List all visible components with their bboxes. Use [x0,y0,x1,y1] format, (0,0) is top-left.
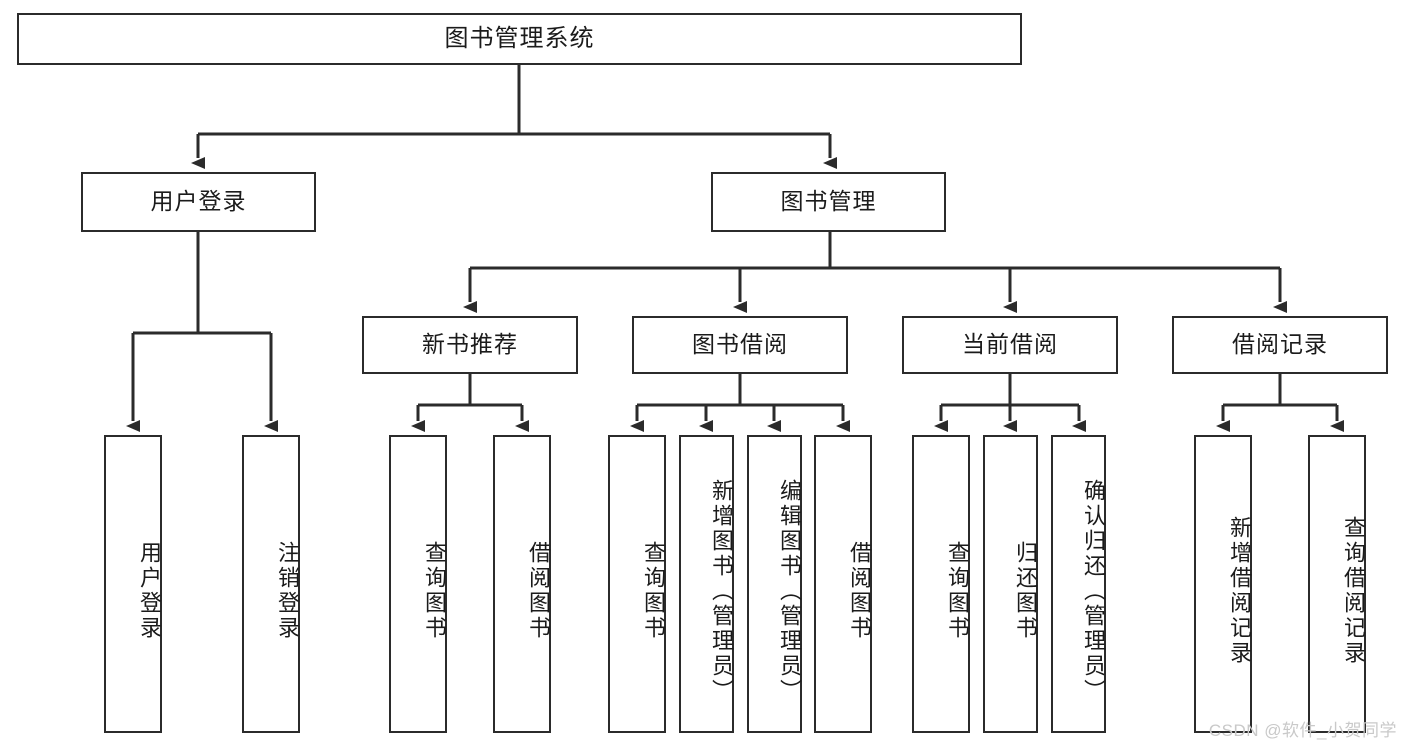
node-book-borrow[interactable]: 图书借阅 [632,316,848,374]
watermark: CSDN @软件_小贺同学 [1208,721,1397,740]
node-label: 借阅记录 [1232,331,1328,358]
node-label: 查询图书 [422,541,447,641]
leaf-borrow-record-add[interactable]: 新增借阅记录 [1194,435,1252,733]
node-label: 新增借阅记录 [1227,516,1252,666]
node-current-borrow[interactable]: 当前借阅 [902,316,1118,374]
node-label: 注销登录 [275,541,300,641]
leaf-book-borrow-query[interactable]: 查询图书 [608,435,666,733]
node-label: 编辑图书（管理员） [777,478,802,704]
node-label: 归还图书 [1013,541,1038,641]
node-label: 查询图书 [945,541,970,641]
leaf-user-login-logout[interactable]: 注销登录 [242,435,300,733]
node-label: 图书管理系统 [444,24,595,52]
leaf-current-borrow-return[interactable]: 归还图书 [983,435,1038,733]
node-label: 用户登录 [150,188,247,215]
node-label: 用户登录 [137,541,162,641]
leaf-book-borrow-edit[interactable]: 编辑图书（管理员） [747,435,802,733]
node-root-system[interactable]: 图书管理系统 [17,13,1022,65]
leaf-user-login-login[interactable]: 用户登录 [104,435,162,733]
node-label: 借阅图书 [847,541,872,641]
node-borrow-record[interactable]: 借阅记录 [1172,316,1388,374]
node-book-management[interactable]: 图书管理 [711,172,946,232]
node-label: 新增图书（管理员） [709,478,734,704]
node-user-login[interactable]: 用户登录 [81,172,316,232]
node-label: 当前借阅 [962,331,1058,358]
leaf-book-borrow-add[interactable]: 新增图书（管理员） [679,435,734,733]
node-new-book-recommend[interactable]: 新书推荐 [362,316,578,374]
leaf-new-book-borrow[interactable]: 借阅图书 [493,435,551,733]
node-label: 查询图书 [641,541,666,641]
leaf-current-borrow-query[interactable]: 查询图书 [912,435,970,733]
node-label: 图书管理 [780,188,877,215]
leaf-new-book-query[interactable]: 查询图书 [389,435,447,733]
node-label: 借阅图书 [526,541,551,641]
leaf-current-borrow-confirm[interactable]: 确认归还（管理员） [1051,435,1106,733]
leaf-borrow-record-query[interactable]: 查询借阅记录 [1308,435,1366,733]
node-label: 图书借阅 [692,331,788,358]
node-label: 新书推荐 [422,331,518,358]
leaf-book-borrow-borrow[interactable]: 借阅图书 [814,435,872,733]
node-label: 确认归还（管理员） [1081,478,1106,704]
node-label: 查询借阅记录 [1341,516,1366,666]
